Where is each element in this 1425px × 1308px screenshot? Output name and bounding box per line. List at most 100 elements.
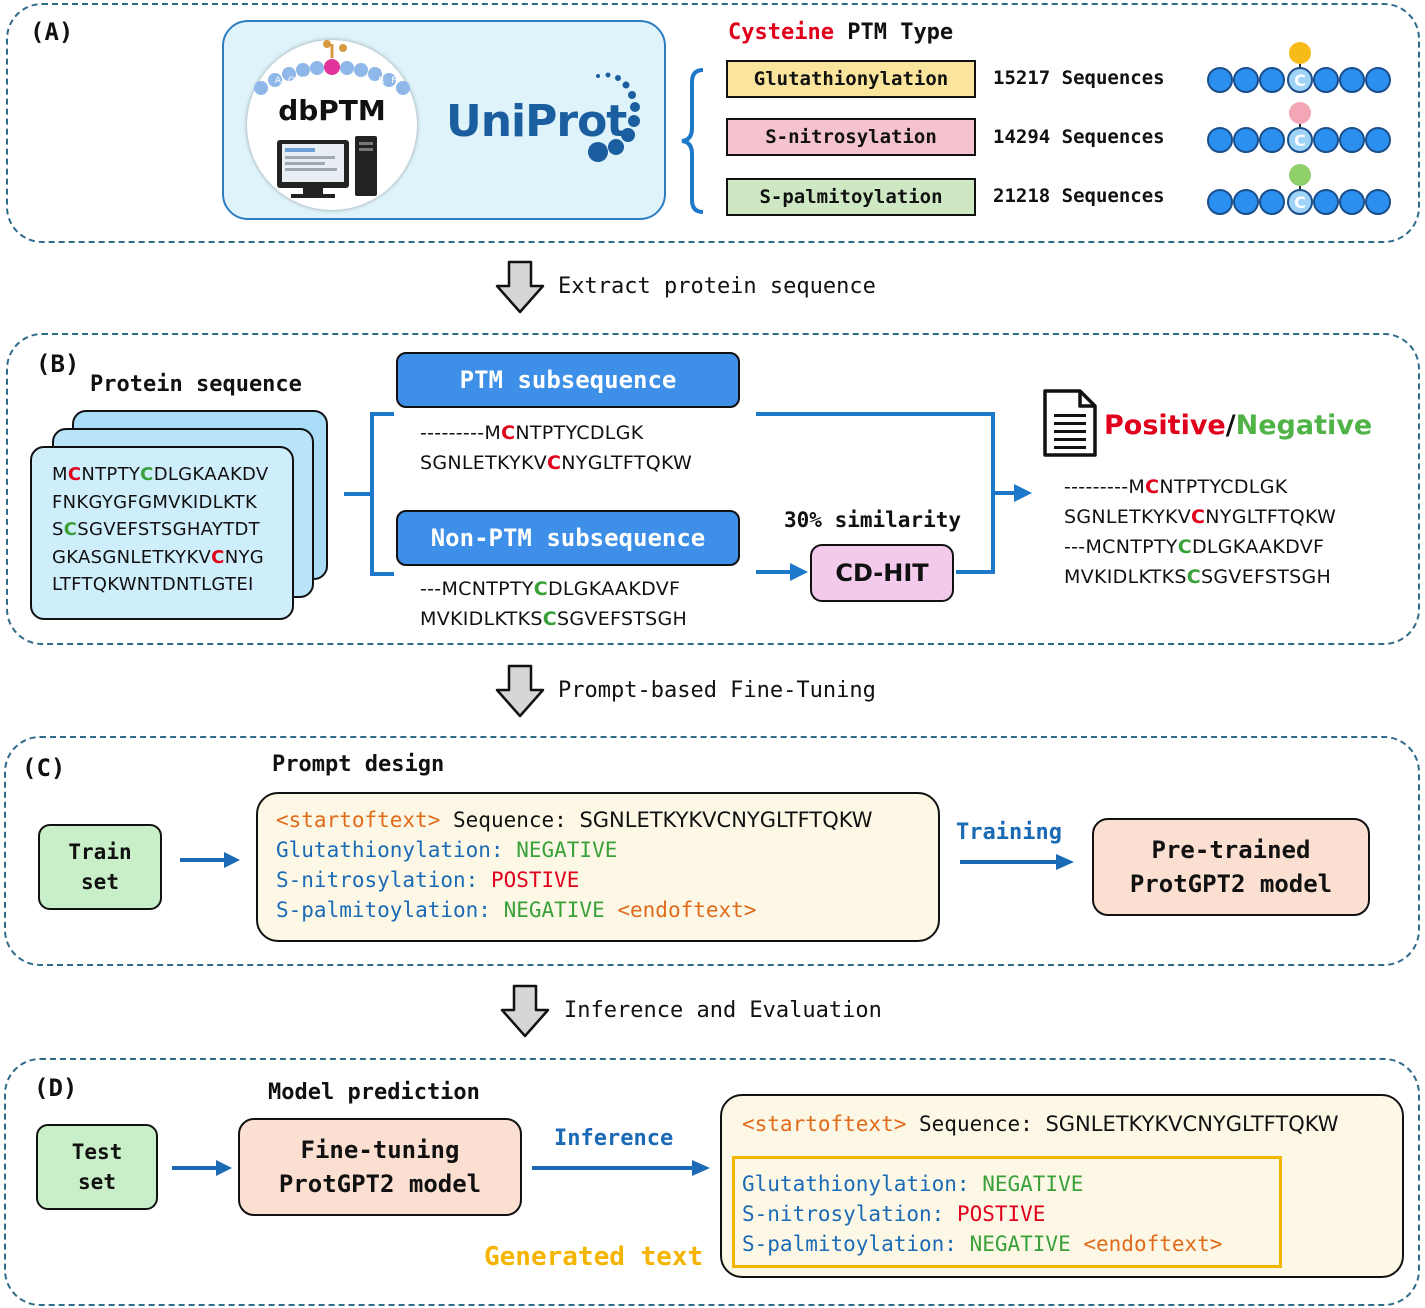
panel-b-label: (B): [36, 350, 80, 378]
prompt-snit-value: POSTIVE: [490, 868, 580, 892]
ptm-title-cysteine: Cysteine: [728, 20, 834, 45]
down-arrow-icon: [495, 664, 545, 718]
ptm-type-s-nitrosylation: S-nitrosylation: [726, 118, 976, 156]
inference-start-token: <startoftext>: [742, 1112, 907, 1136]
test-set-box: Test set: [36, 1124, 158, 1210]
ptm-type-title: Cysteine PTM Type: [728, 20, 953, 45]
seq-line-1: MCNTPTYCDLGKAAKDV: [52, 464, 269, 485]
prompt-line-1: <startoftext> Sequence: SGNLETKYKVCNYGLT…: [276, 808, 873, 832]
positive-negative-title: Positive/Negative: [1104, 410, 1372, 441]
prompt-spal-label: S-palmitoylation:: [276, 898, 504, 922]
non-ptm-subsequence-box: Non-PTM subsequence: [396, 510, 740, 566]
prompt-line-3: S-nitrosylation: POSTIVE: [276, 868, 579, 892]
generated-text-label: Generated text: [484, 1242, 704, 1272]
residue-chain-s-nitrosylation-icon: C: [1207, 102, 1391, 153]
pretrained-model-box: Pre-trained ProtGPT2 model: [1092, 818, 1370, 916]
amino-acid-arc-icon: [254, 40, 410, 95]
arrow-right-icon: [960, 854, 1074, 870]
residue-chain-glutathionylation-icon: C: [1207, 42, 1391, 93]
train-set-l2: set: [81, 870, 119, 894]
nonptm-seq-line-2: MVKIDLKTKSCSGVEFSTSGH: [420, 608, 688, 630]
negative-label: Negative: [1235, 410, 1373, 441]
fine-tuning-model-l1: Fine-tuning: [300, 1136, 460, 1164]
ptm-seq-line-1: ---------MCNTPTYCDLGK: [420, 422, 644, 444]
ptm-subsequence-box: PTM subsequence: [396, 352, 740, 408]
step-inference-and-evaluation: Inference and Evaluation: [564, 998, 882, 1023]
dbptm-logo-text: dbPTM: [278, 94, 386, 127]
training-label: Training: [956, 820, 1062, 845]
generated-snit-label: S-nitrosylation:: [742, 1202, 957, 1226]
pretrained-model-l2: ProtGPT2 model: [1129, 870, 1333, 898]
generated-line-1: Glutathionylation: NEGATIVE: [742, 1172, 1083, 1196]
generated-snit-value: POSTIVE: [956, 1202, 1046, 1226]
non-ptm-subsequence-text: ---MCNTPTYCDLGKAAKDVF MVKIDLKTKSCSGVEFST…: [420, 574, 687, 634]
ptm-subsequence-text: ---------MCNTPTYCDLGK SGNLETKYKVCNYGLTFT…: [420, 418, 692, 478]
generated-line-2: S-nitrosylation: POSTIVE: [742, 1202, 1045, 1226]
panel-d-label: (D): [34, 1074, 78, 1102]
dbptm-logo-graphic: [254, 40, 410, 198]
generated-glut-label: Glutathionylation:: [742, 1172, 983, 1196]
prompt-end-token: <endoftext>: [604, 898, 757, 922]
inference-sequence-label: Sequence:: [906, 1112, 1046, 1136]
seq-line-4: GKASGNLETKYKVCNYG: [52, 546, 264, 568]
ptm-count-s-palmitoylation: 21218 Sequences: [993, 185, 1165, 207]
model-prediction-title: Model prediction: [268, 1080, 480, 1105]
step-extract-protein-sequence: Extract protein sequence: [558, 274, 876, 299]
output-sequence-text: ---------MCNTPTYCDLGK SGNLETKYKVCNYGLTFT…: [1064, 472, 1336, 592]
out-seq-line-4: MVKIDLKTKSCSGVEFSTSGH: [1064, 566, 1332, 588]
uniprot-logo-text: UniProt: [446, 96, 627, 147]
seq-line-3: SCSGVEFSTSGHAYTDT: [52, 519, 260, 540]
arrow-right-icon: [532, 1160, 710, 1176]
prompt-line-4: S-palmitoylation: NEGATIVE <endoftext>: [276, 898, 756, 922]
inference-label: Inference: [554, 1126, 674, 1151]
arrow-right-icon: [180, 852, 240, 868]
ptm-type-s-palmitoylation: S-palmitoylation: [726, 178, 976, 216]
out-seq-line-2: SGNLETKYKVCNYGLTFTQKW: [1064, 506, 1337, 528]
prompt-snit-label: S-nitrosylation:: [276, 868, 491, 892]
prompt-spal-value: NEGATIVE: [503, 898, 605, 922]
generated-text-frame: [732, 1156, 1282, 1268]
fine-tuning-model-l2: ProtGPT2 model: [278, 1170, 482, 1198]
panel-c: [4, 736, 1420, 966]
generated-spal-value: NEGATIVE: [969, 1232, 1071, 1256]
protein-sequence-title: Protein sequence: [90, 372, 302, 397]
panel-c-label: (C): [22, 754, 66, 782]
svg-text:C: C: [1294, 131, 1306, 150]
seq-line-5: LTFTQKWNTDNTLGTEI: [52, 574, 254, 595]
prompt-design-title: Prompt design: [272, 752, 445, 777]
cd-hit-box: CD-HIT: [810, 544, 954, 602]
ptm-count-glutathionylation: 15217 Sequences: [993, 67, 1165, 89]
svg-text:C: C: [1294, 193, 1306, 212]
out-seq-line-1: ---------MCNTPTYCDLGK: [1064, 476, 1288, 498]
down-arrow-icon: [500, 984, 550, 1038]
arrow-right-icon: [172, 1160, 232, 1176]
seq-line-2: FNKGYGFGMVKIDLKTK: [52, 491, 258, 513]
generated-end-token: <endoftext>: [1070, 1232, 1223, 1256]
prompt-box: [256, 792, 940, 942]
fine-tuning-model-box: Fine-tuning ProtGPT2 model: [238, 1118, 522, 1216]
inference-output-box: [720, 1094, 1404, 1278]
protein-sequence-text: MCNTPTYCDLGKAAKDV FNKGYGFGMVKIDLKTK SCSG…: [52, 461, 269, 599]
similarity-label: 30% similarity: [784, 508, 962, 532]
prompt-glut-value: NEGATIVE: [516, 838, 618, 862]
step-prompt-based-fine-tuning: Prompt-based Fine-Tuning: [558, 678, 876, 703]
generated-line-3: S-palmitoylation: NEGATIVE <endoftext>: [742, 1232, 1222, 1256]
panel-d: [4, 1058, 1420, 1306]
out-seq-line-3: ---MCNTPTYCDLGKAAKDVF: [1064, 536, 1325, 558]
inference-sequence-value: SGNLETKYKVCNYGLTFTQKW: [1045, 1112, 1339, 1136]
panel-a-label: (A): [30, 18, 74, 46]
brace-icon: [681, 68, 704, 214]
panel-a: [6, 3, 1420, 243]
pretrained-model-l1: Pre-trained: [1151, 836, 1311, 864]
ptm-type-glutathionylation: Glutathionylation: [726, 60, 976, 98]
positive-label: Positive: [1104, 410, 1226, 441]
panel-b: [6, 333, 1420, 645]
dbptm-arc-letters: I A Q D F S T D L R F: [265, 76, 399, 86]
panel-b-connectors: [756, 412, 1032, 581]
ptm-count-s-nitrosylation: 14294 Sequences: [993, 126, 1165, 148]
train-set-box: Train set: [38, 824, 162, 910]
document-icon: [1043, 389, 1097, 457]
generated-spal-label: S-palmitoylation:: [742, 1232, 970, 1256]
split-bracket-icon: [344, 412, 394, 576]
sequence-card-front: [30, 446, 294, 620]
